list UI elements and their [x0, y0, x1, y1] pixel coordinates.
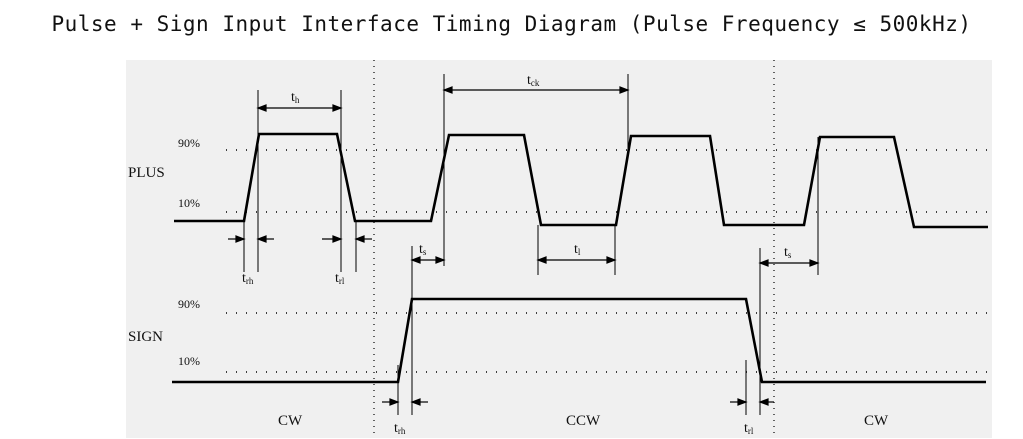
plus-90-label: 90%: [178, 136, 200, 150]
tl-label: tl: [574, 242, 581, 257]
trl-plus-label: trl: [335, 271, 345, 286]
sign-10-label: 10%: [178, 354, 200, 368]
reference-ticks: [243, 74, 819, 415]
ts-label-first: ts: [419, 242, 427, 257]
ccw-label: CCW: [566, 413, 601, 429]
diagram-title: Pulse + Sign Input Interface Timing Diag…: [51, 12, 972, 36]
sign-90-label: 90%: [178, 297, 200, 311]
dimension-arrows: [228, 86, 820, 406]
plus-10-label: 10%: [178, 196, 200, 210]
trl-sign-label: trl: [744, 421, 754, 436]
tck-label: tck: [527, 73, 540, 88]
trh-plus-label: trh: [242, 271, 254, 286]
plus-signal-label: PLUS: [128, 165, 165, 181]
sign-signal-label: SIGN: [128, 329, 163, 345]
ts-label-second: ts: [784, 245, 792, 260]
timing-diagram: PLUS SIGN 90% 10% 90% 10% th tck tl ts t…: [128, 60, 992, 438]
cw-label-right: CW: [864, 413, 889, 429]
trh-sign-label: trh: [394, 421, 406, 436]
diagram-panel: PLUS SIGN 90% 10% 90% 10% th tck tl ts t…: [126, 60, 992, 438]
sign-waveform: [172, 297, 986, 384]
th-label: th: [291, 90, 300, 105]
plus-waveform: [174, 132, 988, 229]
cw-label-left: CW: [278, 413, 303, 429]
